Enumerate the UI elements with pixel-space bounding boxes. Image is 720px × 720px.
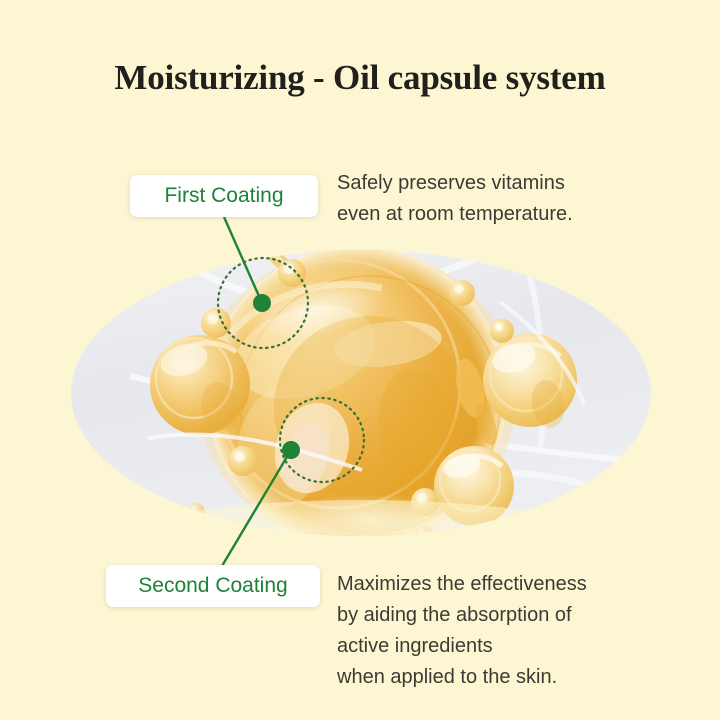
description-line: Safely preserves vitamins (337, 172, 565, 194)
second-coating-zoom-circle (278, 396, 366, 484)
left-bubble (150, 335, 250, 435)
description-second-coating: Maximizes the effectiveness by aiding th… (337, 569, 587, 693)
callout-label-text: First Coating (164, 184, 284, 207)
callout-label-first-coating[interactable]: First Coating (130, 175, 318, 217)
callout-label-text: Second Coating (138, 574, 288, 597)
description-line: when applied to the skin. (337, 666, 558, 688)
description-first-coating: Safely preserves vitamins even at room t… (337, 168, 573, 230)
description-line: by aiding the absorption of (337, 604, 572, 626)
callout-label-second-coating[interactable]: Second Coating (106, 565, 320, 607)
description-line: even at room temperature. (337, 203, 573, 225)
page-title: Moisturizing - Oil capsule system (114, 58, 606, 97)
description-line: active ingredients (337, 635, 493, 657)
description-line: Maximizes the effectiveness (337, 573, 587, 595)
oil-capsule-illustration (70, 248, 652, 538)
